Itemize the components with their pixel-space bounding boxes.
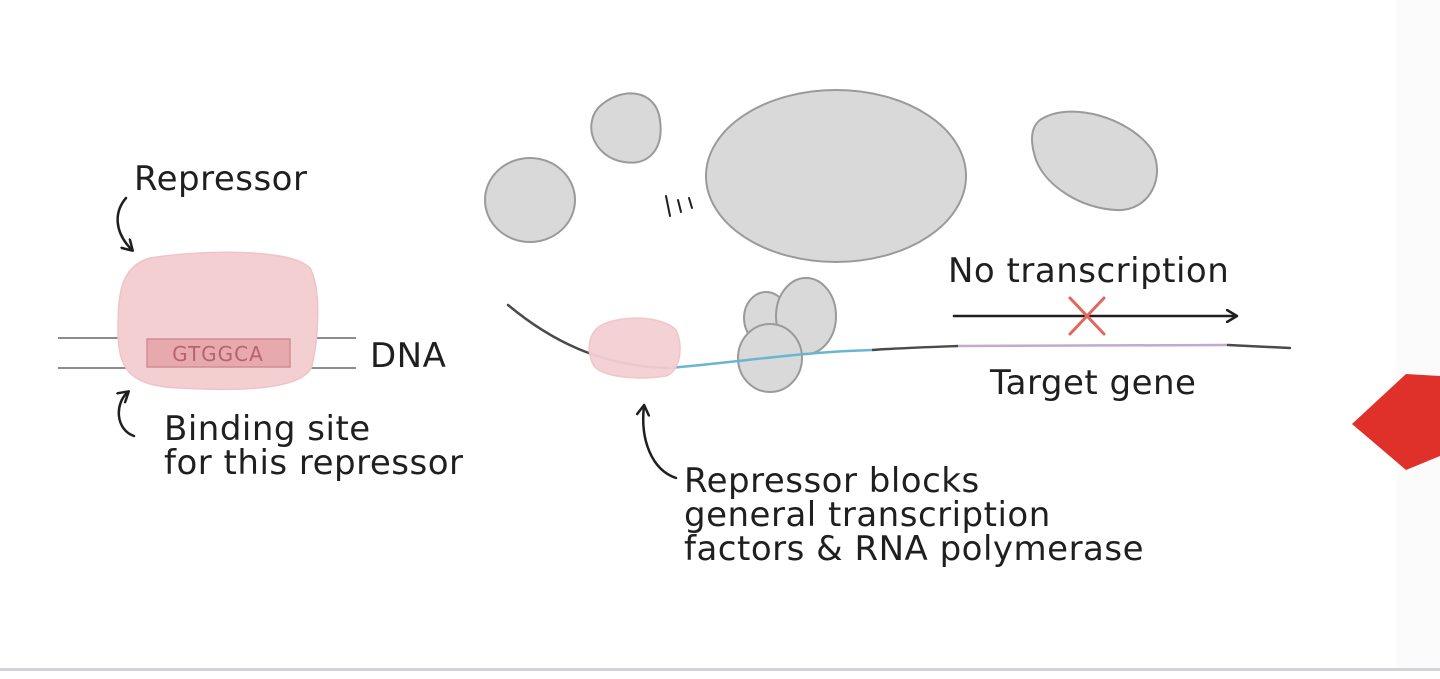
transcription-factor-blob-2 xyxy=(590,92,662,164)
blocks-label-line3: factors & RNA polymerase xyxy=(684,529,1144,569)
binding-site-label-line2: for this repressor xyxy=(164,443,464,483)
motion-marks xyxy=(665,195,693,217)
bottom-divider xyxy=(0,668,1440,671)
no-transcription-label: No transcription xyxy=(948,251,1229,291)
rna-polymerase-blob xyxy=(705,89,967,263)
blocked-x-mark xyxy=(1068,296,1106,336)
transcription-factor-blob-3 xyxy=(1030,110,1159,212)
blocks-label-line1: Repressor blocks xyxy=(684,461,980,501)
dna-label: DNA xyxy=(370,336,446,376)
binding-site-pointer-arrow xyxy=(119,392,136,438)
next-slide-arrow[interactable] xyxy=(1352,374,1440,470)
right-panel: No transcription Target gene Repressor b… xyxy=(484,89,1292,569)
dna-strand-mid xyxy=(871,344,959,352)
binding-site-label-line1: Binding site xyxy=(164,409,371,449)
repressor-pointer-arrow xyxy=(116,196,132,250)
repressor-label: Repressor xyxy=(134,159,307,199)
repressor-protein xyxy=(117,251,319,391)
blocks-pointer-arrow xyxy=(643,406,678,480)
binding-site-sequence: GTGGCA xyxy=(172,342,264,366)
right-margin-strip xyxy=(1396,0,1440,668)
left-panel: GTGGCA Repressor DNA Binding site for th… xyxy=(58,159,464,483)
target-gene-label: Target gene xyxy=(989,363,1196,403)
blocks-label-line2: general transcription xyxy=(684,495,1051,535)
target-gene-segment xyxy=(957,343,1229,348)
dna-strand-end xyxy=(1226,343,1292,350)
binding-site-box xyxy=(146,338,291,368)
promoter-segment xyxy=(667,348,873,370)
bound-repressor xyxy=(588,317,681,379)
transcription-factor-blob-1 xyxy=(484,157,576,243)
